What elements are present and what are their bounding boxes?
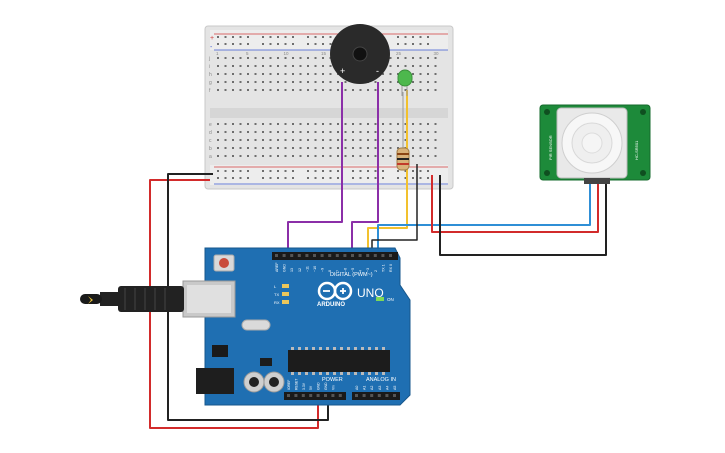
digital-pin-label: 7 bbox=[336, 270, 340, 272]
on-label: ON bbox=[387, 297, 394, 302]
power-pin-label: 3.3V bbox=[302, 382, 306, 390]
row-label: g bbox=[209, 80, 212, 86]
wire-purple-buzzer-minus bbox=[351, 82, 379, 252]
row-label: e bbox=[209, 122, 212, 128]
row-label: f bbox=[209, 88, 211, 94]
digital-pin-label: 4 bbox=[359, 270, 363, 272]
wire-purple-buzzer-plus bbox=[287, 82, 343, 252]
wire-black-gnd-top bbox=[371, 164, 418, 252]
usb-cable bbox=[80, 286, 184, 312]
digital-pin-label: ~11 bbox=[305, 266, 309, 272]
power-pin-label: Vin bbox=[331, 385, 335, 390]
column-number: 30 bbox=[434, 51, 440, 56]
rail-plus-label: + bbox=[210, 35, 214, 42]
buzzer-minus-label: - bbox=[376, 66, 379, 76]
analog-pin-label: A0 bbox=[355, 386, 359, 390]
column-number: 10 bbox=[284, 51, 290, 56]
row-label: i bbox=[209, 64, 210, 70]
brand-label: ARDUINO bbox=[317, 302, 345, 308]
digital-pin-label: 13 bbox=[290, 268, 294, 272]
digital-pin-label: ~10 bbox=[313, 266, 317, 272]
power-header bbox=[284, 392, 346, 400]
row-label: a bbox=[209, 154, 212, 160]
analog-pin-label: A1 bbox=[363, 386, 367, 390]
column-number: 15 bbox=[321, 51, 327, 56]
wire-black-rail-gnd bbox=[167, 173, 329, 421]
analog-header bbox=[352, 392, 400, 400]
resistor bbox=[396, 147, 410, 171]
power-pin-label: 5V bbox=[309, 385, 313, 390]
analog-pin-label: A4 bbox=[385, 386, 389, 390]
column-number: 5 bbox=[246, 51, 249, 56]
model-label: UNO bbox=[357, 286, 384, 300]
digital-pin-label: ~9 bbox=[321, 268, 325, 272]
pir-sensor: PIR SENSOR HC-SR501 bbox=[539, 104, 651, 184]
atmega-chip bbox=[288, 350, 390, 372]
digital-pin-label: 8 bbox=[328, 270, 332, 272]
led-label: L bbox=[274, 284, 277, 289]
arduino-logo bbox=[317, 281, 353, 301]
row-label: j bbox=[208, 56, 210, 62]
power-pin-label: IOREF bbox=[287, 380, 291, 390]
wires bbox=[149, 82, 607, 429]
digital-pin-label: ~6 bbox=[343, 268, 347, 272]
led-label: TX bbox=[274, 292, 279, 297]
power-pin-label: GND bbox=[317, 382, 321, 390]
pir-label-model: HC-SR501 bbox=[634, 140, 639, 160]
digital-pin-label: TX 1 bbox=[381, 264, 385, 272]
analog-pin-label: A2 bbox=[370, 386, 374, 390]
analog-label: ANALOG IN bbox=[366, 377, 396, 383]
arduino-uno: ARDUINO UNO DIGITAL (PWM~) POWER ANALOG … bbox=[80, 247, 411, 406]
digital-pin-label: 2 bbox=[374, 270, 378, 272]
power-jack bbox=[196, 368, 234, 394]
wire-black-pir-minus bbox=[439, 175, 607, 256]
column-number: 25 bbox=[396, 51, 402, 56]
digital-pin-label: ~3 bbox=[366, 268, 370, 272]
row-label: d bbox=[209, 130, 212, 136]
buzzer-plus-label: + bbox=[340, 66, 345, 76]
pir-label-side: PIR SENSOR bbox=[548, 135, 553, 160]
digital-pin-label: RX 0 bbox=[389, 264, 393, 272]
led-label: RX bbox=[274, 300, 280, 305]
power-label: POWER bbox=[322, 377, 343, 383]
digital-pin-label: 12 bbox=[298, 268, 302, 272]
digital-header bbox=[272, 252, 398, 260]
power-pin-label: RESET bbox=[294, 379, 298, 390]
wire-red-pir-plus bbox=[431, 175, 599, 233]
rail-minus-label: - bbox=[210, 44, 213, 51]
row-label: b bbox=[209, 146, 212, 152]
digital-pin-label: GND bbox=[283, 264, 287, 272]
breadboard: + - jihgfedcba151015202530 bbox=[204, 25, 454, 190]
digital-pin-label: AREF bbox=[275, 262, 279, 272]
wire-blue-pir-out bbox=[377, 182, 591, 252]
digital-label: DIGITAL (PWM~) bbox=[330, 272, 373, 278]
power-pin-label: GND bbox=[324, 382, 328, 390]
analog-pin-label: A5 bbox=[393, 386, 397, 390]
column-number: 1 bbox=[216, 51, 219, 56]
green-led bbox=[397, 69, 413, 96]
row-label: h bbox=[209, 72, 212, 78]
digital-pin-label: ~5 bbox=[351, 268, 355, 272]
analog-pin-label: A3 bbox=[378, 386, 382, 390]
wire-red-rail-5v bbox=[149, 179, 319, 429]
row-label: c bbox=[209, 138, 212, 144]
buzzer: + - bbox=[330, 24, 390, 84]
